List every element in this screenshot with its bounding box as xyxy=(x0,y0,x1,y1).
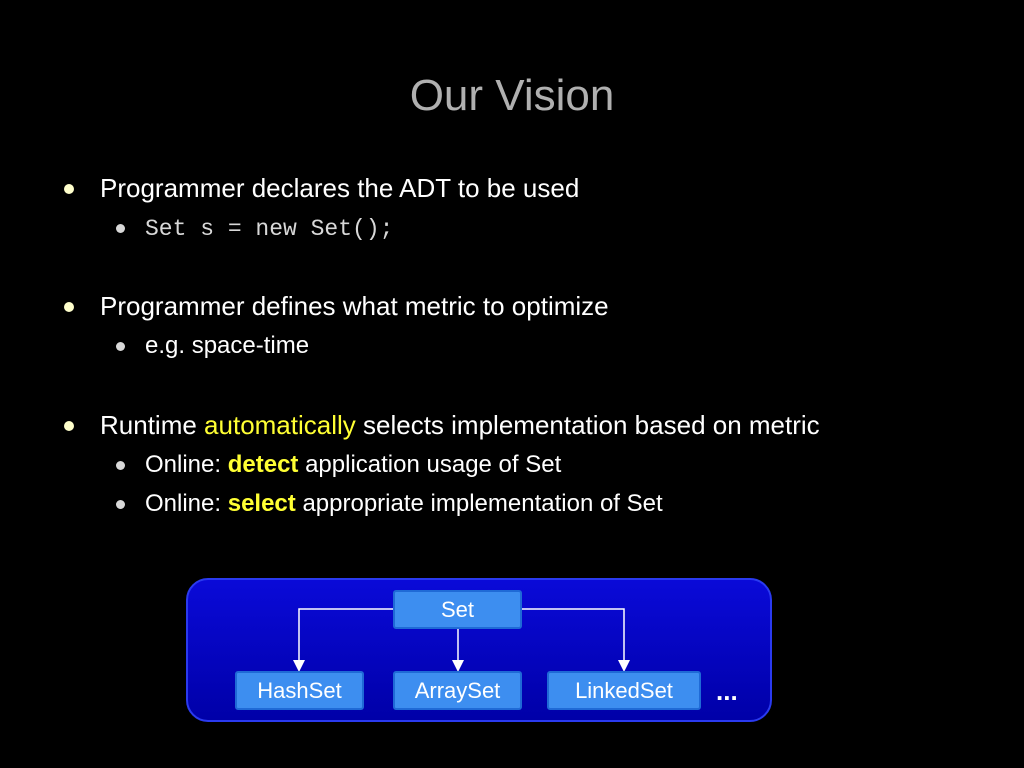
bullet-list: Programmer declares the ADT to be used S… xyxy=(64,173,820,519)
sub-bullet-item: Online: select appropriate implementatio… xyxy=(116,489,663,519)
bullet-item: Runtime automatically selects implementa… xyxy=(64,410,820,440)
sub-bullet-text-highlight: detect xyxy=(227,451,299,478)
sub-bullet-text-after: application usage of Set xyxy=(298,451,562,478)
node-root: Set xyxy=(393,590,522,629)
bullet-text-after: selects implementation based on metric xyxy=(355,410,820,440)
node-child: ArraySet xyxy=(393,671,522,710)
bullet-dot-icon xyxy=(116,342,125,351)
sub-bullet-text: e.g. space-time xyxy=(145,332,310,359)
bullet-text-before: Runtime xyxy=(100,410,205,440)
bullet-dot-icon xyxy=(64,302,74,312)
sub-bullet-text-highlight: select xyxy=(227,490,296,517)
code-snippet: Set s = new Set(); xyxy=(145,216,394,242)
bullet-dot-icon xyxy=(64,184,74,194)
bullet-dot-icon xyxy=(116,461,125,470)
slide-title: Our Vision xyxy=(409,71,615,120)
bullet-item: Programmer defines what metric to optimi… xyxy=(64,291,609,321)
bullet-text-highlight: automatically xyxy=(204,410,356,440)
bullet-dot-icon xyxy=(116,500,125,509)
bullet-dot-icon xyxy=(116,224,125,233)
bullet-item: Programmer declares the ADT to be used xyxy=(64,173,580,203)
bullet-text: Programmer defines what metric to optimi… xyxy=(100,291,609,321)
sub-bullet-text-before: Online: xyxy=(145,451,228,478)
bullet-dot-icon xyxy=(64,421,74,431)
node-child: HashSet xyxy=(235,671,364,710)
sub-bullet-item: Online: detect application usage of Set xyxy=(116,450,562,480)
sub-bullet-text-after: appropriate implementation of Set xyxy=(295,490,663,517)
sub-bullet-text-before: Online: xyxy=(145,490,228,517)
bullet-text: Programmer declares the ADT to be used xyxy=(100,173,580,203)
sub-bullet-item: Set s = new Set(); xyxy=(116,213,394,244)
node-child: LinkedSet xyxy=(547,671,701,710)
sub-bullet-item: e.g. space-time xyxy=(116,331,310,361)
more-implementations-ellipsis: ... xyxy=(716,676,738,706)
